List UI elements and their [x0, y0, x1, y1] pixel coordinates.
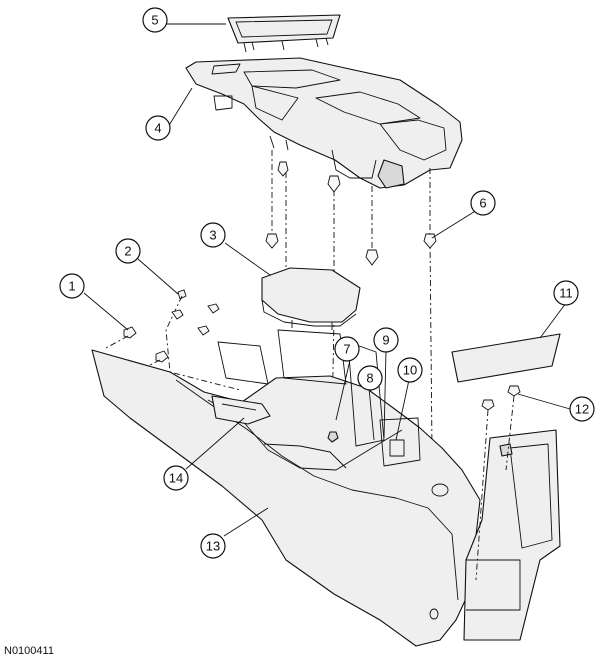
callout-12: 12: [569, 396, 595, 422]
part-4-upper-panel: [185, 57, 463, 189]
part-5-bezel: [227, 14, 341, 53]
callout-14: 14: [163, 465, 189, 491]
part-13-console-body: [91, 329, 481, 647]
callout-2: 2: [115, 238, 141, 264]
svg-text:1: 1: [68, 279, 75, 294]
svg-text:6: 6: [479, 196, 486, 211]
callout-4: 4: [145, 115, 171, 141]
svg-text:7: 7: [343, 342, 350, 357]
part-11-label: [451, 333, 561, 383]
svg-text:4: 4: [154, 121, 161, 136]
svg-text:5: 5: [151, 13, 158, 28]
part-12-plugs: [475, 385, 521, 581]
part-2-retainer: [165, 289, 241, 391]
callout-3: 3: [200, 222, 226, 248]
rear-panel: [463, 429, 561, 641]
svg-text:14: 14: [169, 471, 183, 486]
svg-text:11: 11: [559, 286, 573, 301]
callout-5: 5: [142, 7, 168, 33]
part-3-armrest: [261, 267, 361, 330]
svg-text:3: 3: [209, 228, 216, 243]
callout-8: 8: [357, 365, 383, 391]
callout-9: 9: [373, 327, 399, 353]
leader-lines: [83, 23, 571, 537]
svg-text:13: 13: [206, 539, 220, 554]
svg-text:10: 10: [403, 363, 417, 378]
svg-text:12: 12: [575, 402, 589, 417]
callout-6: 6: [470, 190, 496, 216]
callout-1: 1: [59, 273, 85, 299]
callout-7: 7: [334, 336, 360, 362]
callout-10: 10: [397, 357, 423, 383]
push-pin-clips: [265, 161, 437, 266]
figure-id: N0100411: [4, 645, 54, 657]
svg-text:9: 9: [382, 333, 389, 348]
part-14-bin-wall: [211, 395, 271, 425]
callout-11: 11: [553, 280, 579, 306]
callout-13: 13: [200, 533, 226, 559]
svg-text:2: 2: [124, 244, 131, 259]
svg-text:8: 8: [366, 371, 373, 386]
